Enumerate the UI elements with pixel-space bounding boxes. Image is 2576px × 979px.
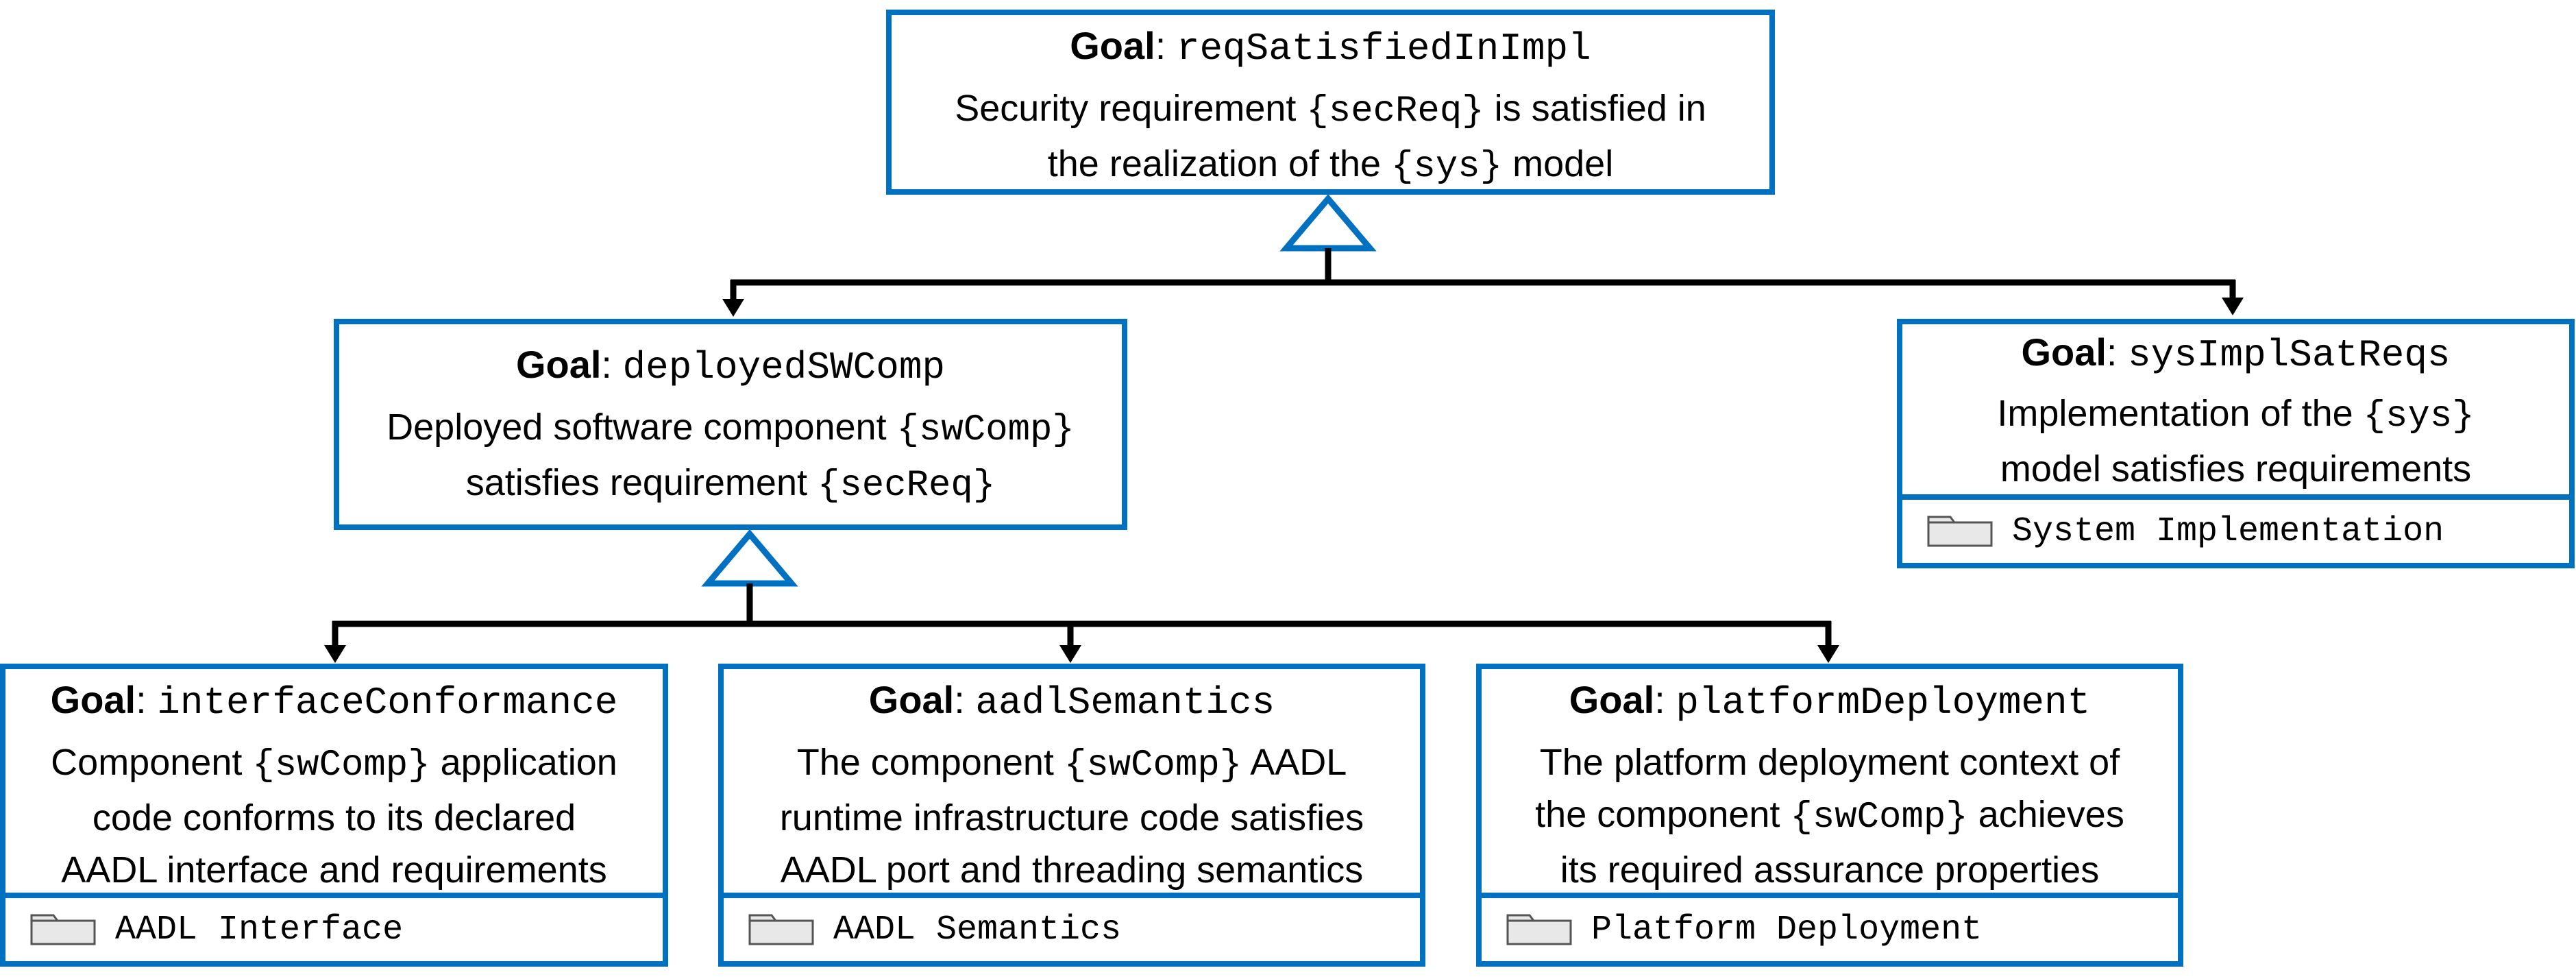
arrowhead-icon	[324, 645, 346, 663]
goal-platformDeployment[interactable]: Goal: platformDeployment The platform de…	[1476, 664, 2183, 967]
goal-description: Implementation of the {sys} model satisf…	[1997, 393, 2475, 490]
goal-description: The component {swComp} AADL runtime infr…	[779, 742, 1364, 891]
arrowhead-icon	[1059, 645, 1081, 663]
module-reference[interactable]: AADL Semantics	[724, 893, 1420, 961]
goal-interfaceConformance[interactable]: Goal: interfaceConformance Component {sw…	[0, 664, 668, 967]
arrowhead-icon	[2222, 298, 2244, 315]
goal-aadlSemantics[interactable]: Goal: aadlSemantics The component {swCom…	[718, 664, 1425, 967]
goal-title: Goal: reqSatisfiedInImpl	[1070, 24, 1591, 71]
goal-title: Goal: platformDeployment	[1569, 678, 2091, 725]
module-label: AADL Semantics	[833, 910, 1122, 950]
goal-reqSatisfiedInImpl[interactable]: Goal: reqSatisfiedInImpl Security requir…	[886, 10, 1775, 195]
goal-description: Security requirement {secReq} is satisfi…	[955, 88, 1706, 188]
folder-icon	[1927, 516, 1993, 547]
module-reference[interactable]: System Implementation	[1902, 494, 2569, 563]
goal-description: Deployed software component {swComp} sat…	[387, 407, 1075, 507]
goal-description: Component {swComp} application code conf…	[51, 742, 617, 891]
goal-title: Goal: interfaceConformance	[50, 678, 618, 725]
goal-sysImplSatReqs[interactable]: Goal: sysImplSatReqs Implementation of t…	[1897, 319, 2575, 568]
module-reference[interactable]: Platform Deployment	[1482, 893, 2178, 961]
folder-icon	[1506, 914, 1572, 945]
decomposition-triangle-icon	[1279, 194, 1377, 252]
goal-title: Goal: aadlSemantics	[868, 678, 1275, 725]
module-label: AADL Interface	[115, 910, 404, 950]
folder-icon	[30, 914, 96, 945]
module-reference[interactable]: AADL Interface	[5, 893, 663, 961]
folder-icon	[748, 914, 814, 945]
goal-title: Goal: deployedSWComp	[515, 343, 946, 389]
module-label: System Implementation	[2012, 511, 2444, 551]
decomposition-triangle-icon	[701, 529, 798, 587]
module-label: Platform Deployment	[1591, 910, 1983, 950]
arrowhead-icon	[722, 299, 744, 317]
goal-deployedSWComp[interactable]: Goal: deployedSWComp Deployed software c…	[334, 319, 1127, 530]
goal-title: Goal: sysImplSatReqs	[2021, 330, 2451, 377]
arrowhead-icon	[1817, 645, 1839, 663]
goal-description: The platform deployment context of the c…	[1535, 742, 2124, 891]
